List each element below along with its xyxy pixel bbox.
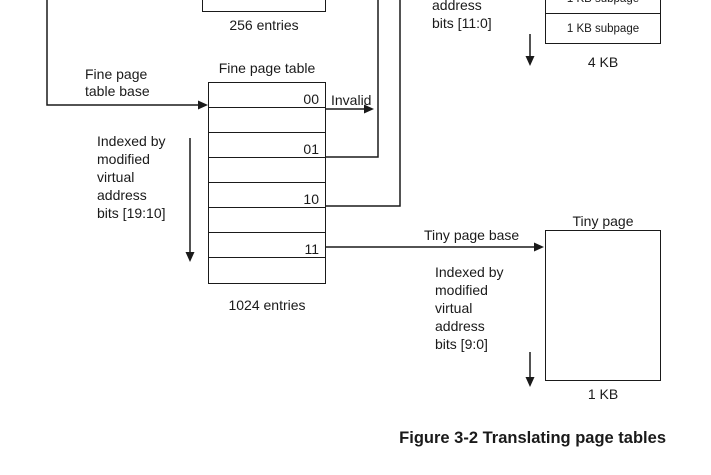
fine-table-row xyxy=(209,158,325,183)
tiny-index-note-line: virtual xyxy=(435,300,473,316)
subpage-table-caption: 4 KB xyxy=(587,54,619,70)
figure-caption: Figure 3-2 Translating page tables xyxy=(399,429,666,447)
fine-table-row: 01 xyxy=(209,133,325,158)
subpage-index-direction-arrow xyxy=(525,34,535,66)
tiny-index-note-line: Indexed by xyxy=(435,264,504,280)
subpage-index-note-line: bits [11:0] xyxy=(432,15,492,31)
fine-table-base-arrow xyxy=(46,0,208,110)
fine-table-title: Fine page table xyxy=(218,60,316,76)
subpage-table-box: 1 KB subpage 1 KB subpage xyxy=(545,0,661,44)
fine-table-row xyxy=(209,258,325,283)
fine-table-entry-label: 01 xyxy=(303,141,319,157)
fine-table-index-note: Indexed by modified virtual address bits… xyxy=(97,132,166,222)
fine-table-base-note-line: table base xyxy=(85,83,150,99)
fine-index-note-line: modified xyxy=(97,151,150,167)
tiny-page-base-arrow xyxy=(326,242,544,252)
fine-table-row: 00 xyxy=(209,83,325,108)
subpage-row: 1 KB subpage xyxy=(546,14,660,43)
tiny-index-note-line: bits [9:0] xyxy=(435,336,488,352)
fine-table-row: 10 xyxy=(209,183,325,208)
tiny-index-note-line: modified xyxy=(435,282,488,298)
subpage-row-label: 1 KB subpage xyxy=(566,22,640,35)
fine-table-caption: 1024 entries xyxy=(228,297,306,313)
tiny-index-direction-arrow xyxy=(525,352,535,387)
fine-page-table-box: 00 01 10 11 xyxy=(208,82,326,284)
fine-index-direction-arrow xyxy=(185,138,195,262)
tiny-page-caption: 1 KB xyxy=(587,386,619,402)
fine-table-entry-label: 00 xyxy=(303,91,319,107)
invalid-label: Invalid xyxy=(331,92,372,108)
fine-index-note-line: address xyxy=(97,187,147,203)
fine-table-base-note: Fine page table base xyxy=(85,66,150,100)
tiny-page-box xyxy=(545,230,661,381)
fine-table-row xyxy=(209,208,325,233)
coarse-table-caption: 256 entries xyxy=(229,17,299,33)
entry-10-connector xyxy=(326,0,401,207)
fine-index-note-line: virtual xyxy=(97,169,135,185)
tiny-page-title: Tiny page xyxy=(572,213,634,229)
subpage-index-note: address bits [11:0] xyxy=(432,0,492,32)
tiny-page-base-label: Tiny page base xyxy=(424,227,520,243)
tiny-page-index-note: Indexed by modified virtual address bits… xyxy=(435,263,504,353)
invalid-arrow xyxy=(326,104,374,114)
fine-table-row: 11 xyxy=(209,233,325,258)
fine-index-note-line: Indexed by xyxy=(97,133,166,149)
entry-01-connector xyxy=(326,0,379,158)
fine-table-entry-label: 11 xyxy=(304,241,319,257)
subpage-row: 1 KB subpage xyxy=(546,0,660,14)
subpage-row-label: 1 KB subpage xyxy=(567,0,639,5)
coarse-page-table-box xyxy=(202,0,326,12)
fine-index-note-line: bits [19:10] xyxy=(97,205,166,221)
fine-table-row xyxy=(209,108,325,133)
fine-table-base-note-line: Fine page xyxy=(85,66,148,82)
fine-table-entry-label: 10 xyxy=(303,191,319,207)
subpage-index-note-line: address xyxy=(432,0,482,13)
tiny-index-note-line: address xyxy=(435,318,485,334)
